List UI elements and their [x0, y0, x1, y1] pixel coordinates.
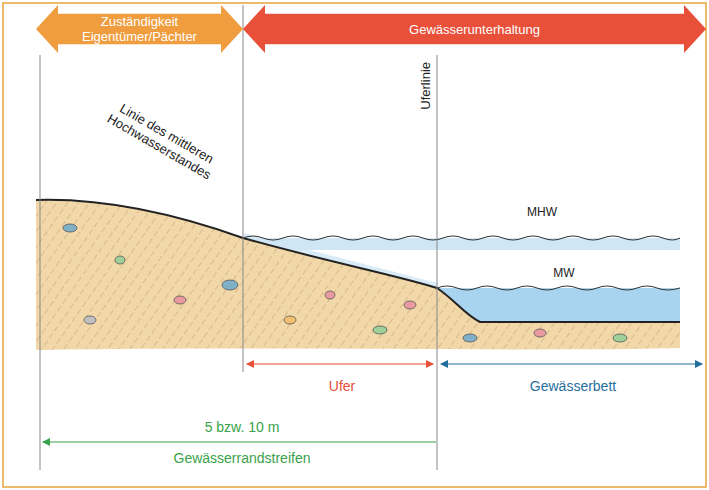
- water-level-label: MHW: [525, 205, 559, 220]
- mhw-surface: [243, 236, 680, 240]
- dimension-arrow: [247, 363, 433, 364]
- zone-label: Gewässerbett: [528, 379, 618, 394]
- zone-label: Gewässerrandstreifen: [172, 451, 313, 466]
- dimension-arrow: [441, 363, 702, 364]
- stones: [63, 224, 627, 342]
- boundary-line: [40, 55, 41, 470]
- band-label: Gewässerunterhaltung: [325, 22, 625, 37]
- zone-label: Ufer: [327, 379, 357, 394]
- dimension-label: 5 bzw. 10 m: [203, 420, 282, 435]
- ground-section: [36, 200, 680, 350]
- dimension-arrow: [43, 441, 436, 442]
- mw-surface: [437, 286, 680, 290]
- band-label: Zuständigkeit Eigentümer/Pächter: [75, 14, 205, 44]
- boundary-line: [243, 5, 244, 372]
- water-level-label: MW: [551, 266, 576, 281]
- double-arrow-band: Zuständigkeit Eigentümer/Pächter: [36, 5, 243, 53]
- frame: [3, 3, 706, 487]
- line-label: Uferlinie: [418, 62, 433, 110]
- boundary-line: [437, 55, 438, 470]
- mean-water-body: [437, 288, 680, 322]
- double-arrow-band: Gewässerunterhaltung: [243, 5, 706, 53]
- line-label: Linie des mittleren Hochwasserstandes: [95, 92, 231, 188]
- bank-surface-line: [36, 200, 680, 322]
